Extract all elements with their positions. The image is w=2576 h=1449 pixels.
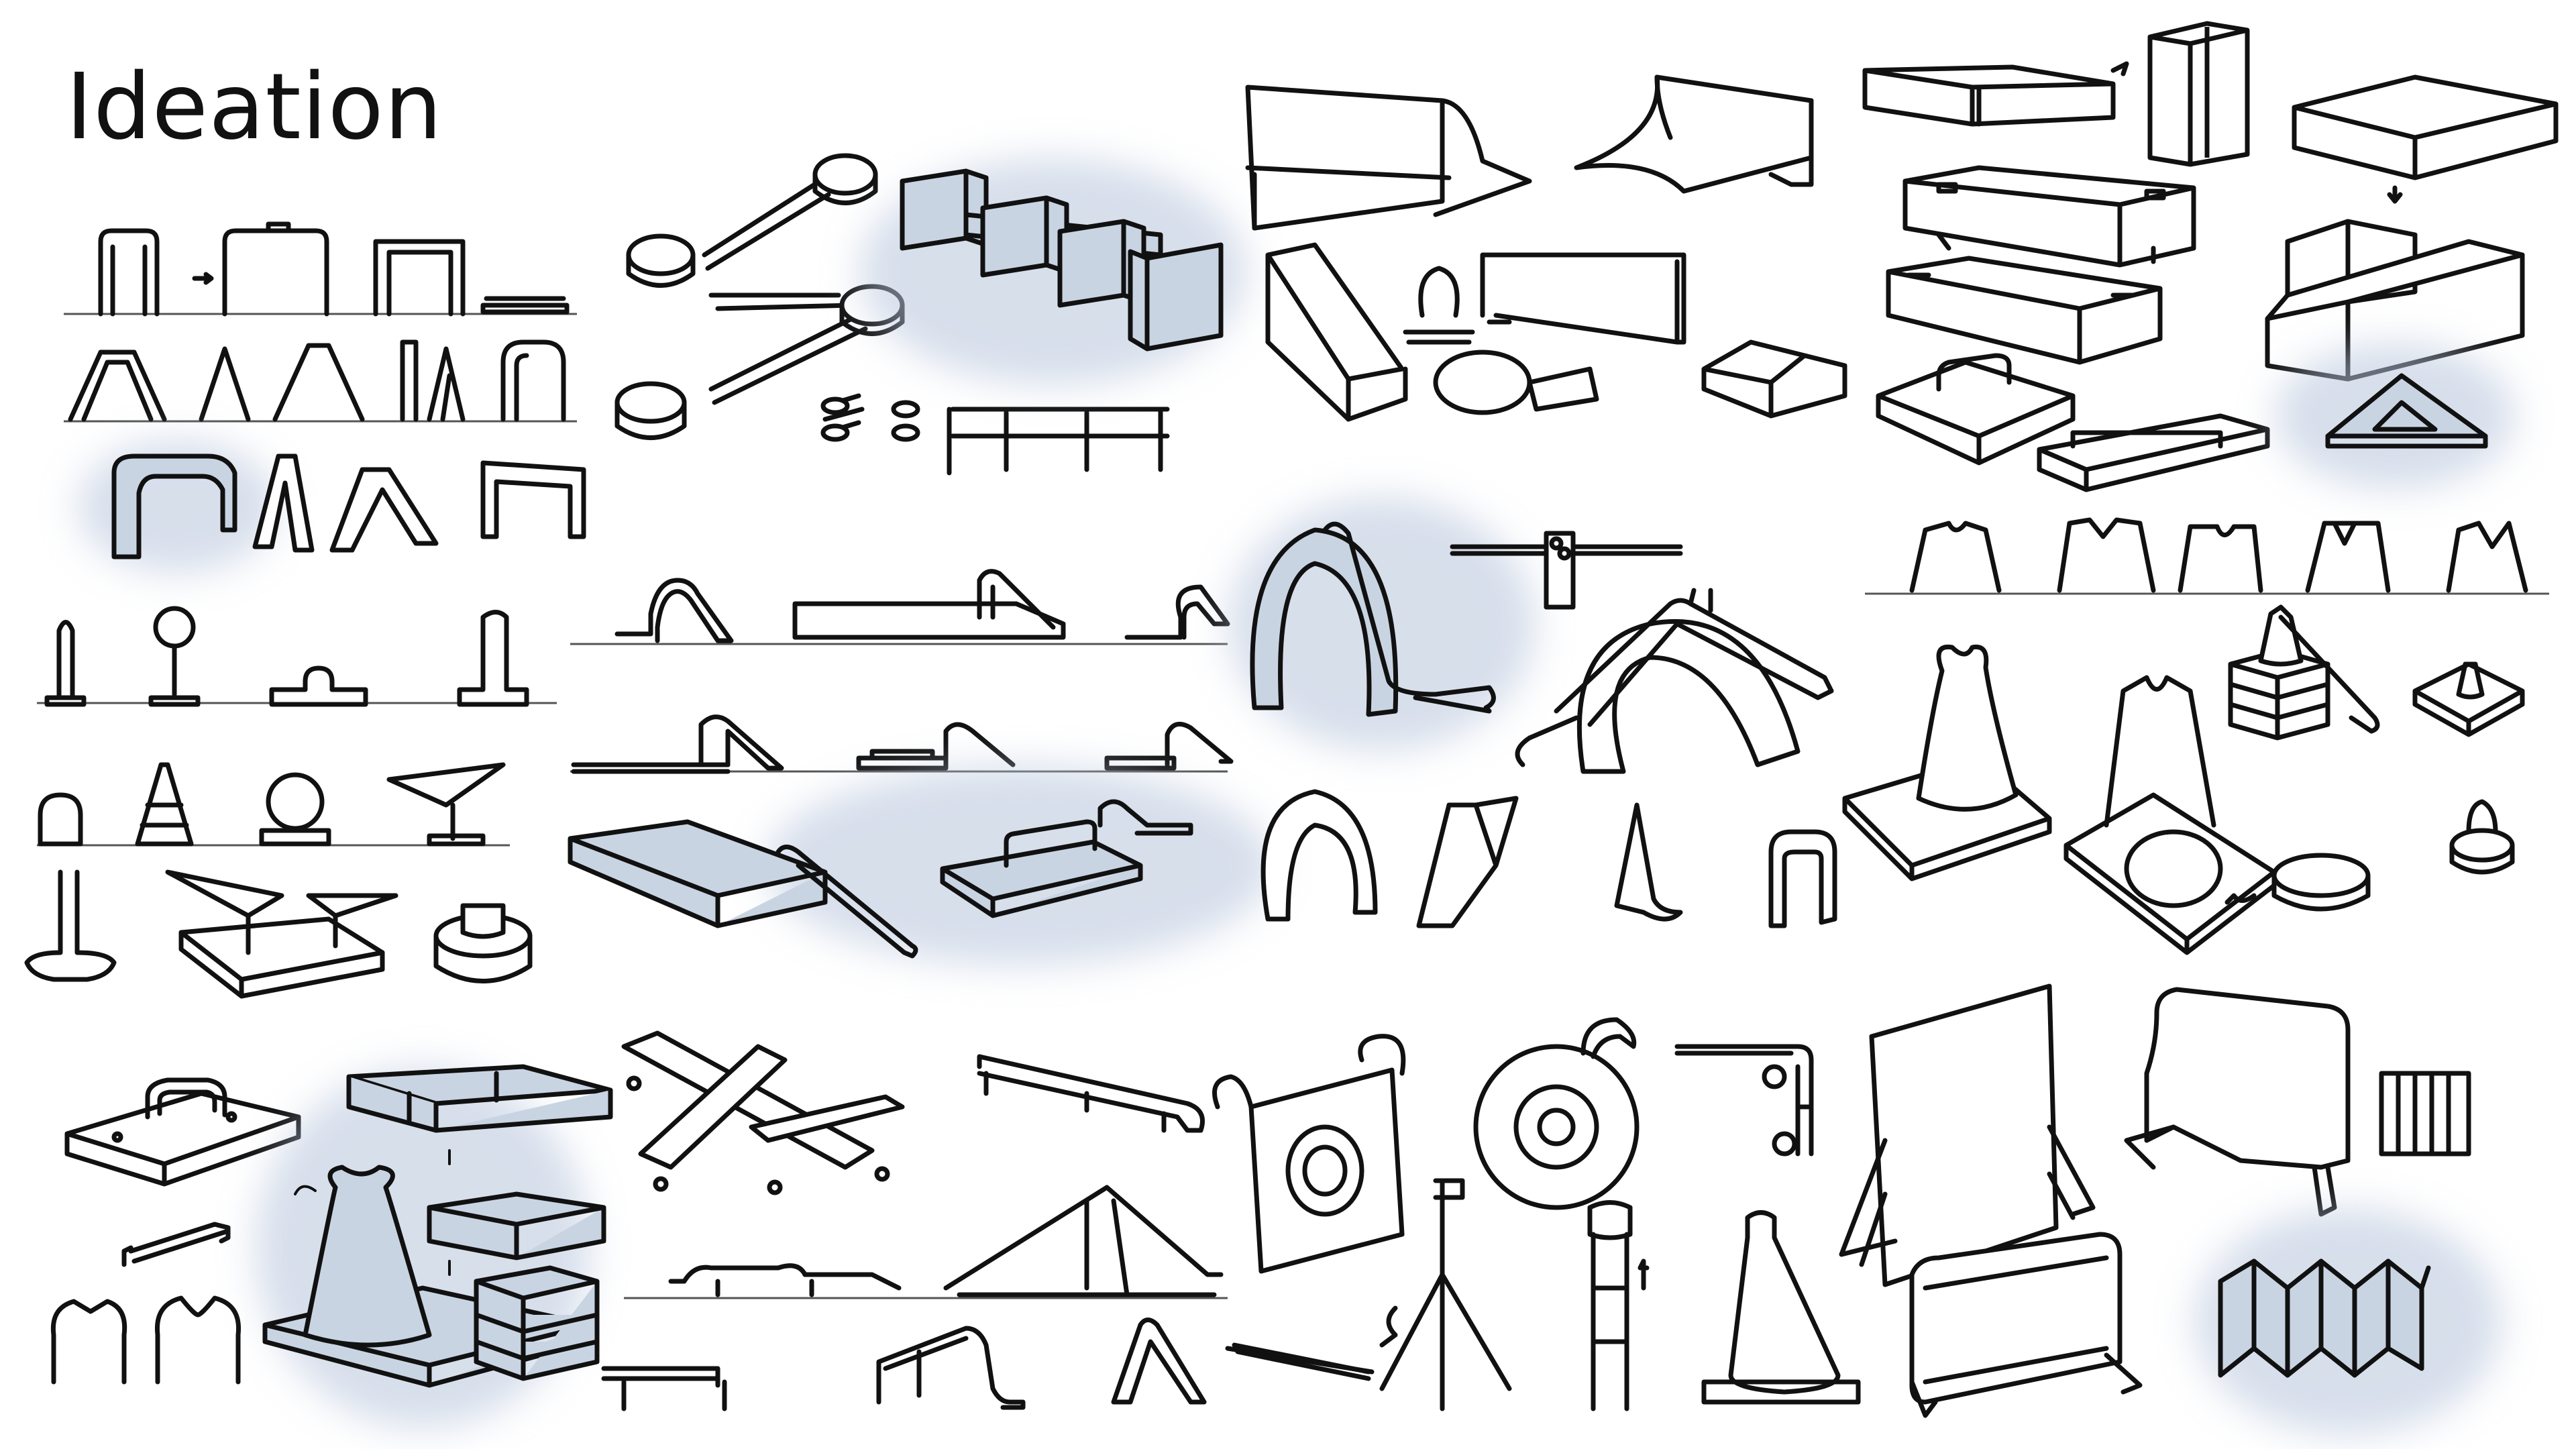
folded-arches — [77, 439, 586, 574]
panels-and-gates — [1839, 983, 2502, 1436]
quarter-pipes — [1245, 74, 1847, 422]
arch-slide — [1228, 496, 1837, 928]
triangle-base — [2274, 342, 2516, 490]
cross-bases — [601, 1030, 1228, 1411]
handle-plates — [50, 1077, 301, 1385]
ramp-rails — [568, 569, 1275, 966]
page-title: Ideation — [66, 54, 443, 160]
cone-stack — [255, 1064, 613, 1429]
block-connector — [859, 158, 1248, 386]
stacking-blocks — [1862, 21, 2559, 492]
poles-and-markers — [37, 606, 557, 707]
cones-and-bases — [24, 762, 533, 999]
hurdle-frames — [64, 221, 577, 317]
a-frames — [64, 339, 577, 423]
targets — [1212, 1017, 1861, 1411]
crown-cones — [1842, 517, 2549, 955]
